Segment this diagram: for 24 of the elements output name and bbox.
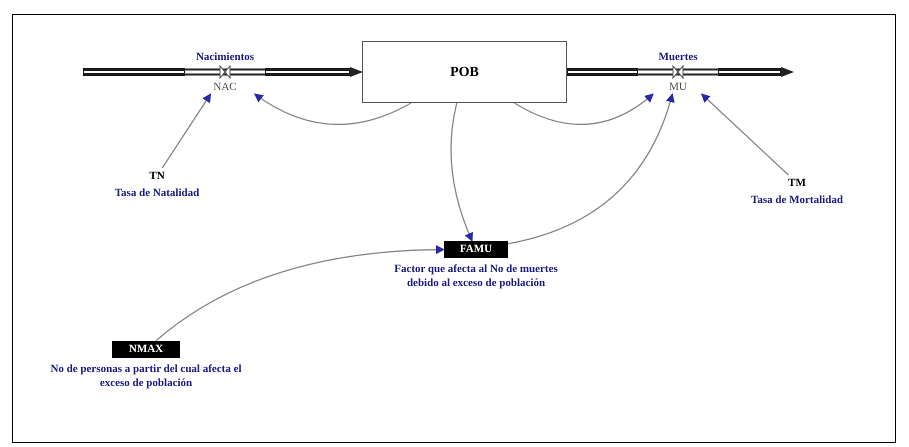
link-arrow — [254, 93, 412, 125]
variable-description: No de personas a partir del cual afecta el exceso de población — [49, 362, 243, 390]
flow-code: NAC — [213, 80, 237, 94]
flow-code: MU — [669, 80, 687, 94]
flow-pipe-arrow — [264, 67, 363, 77]
constant-tag: FAMU — [444, 241, 508, 258]
flow-pipe-arrow — [82, 68, 186, 76]
link-arrow — [508, 93, 674, 244]
link-arrow — [155, 245, 445, 342]
link-arrow — [700, 93, 789, 176]
flow-name: Muertes — [658, 50, 698, 64]
constant-tag: NMAX — [112, 341, 180, 358]
variable-name: TM — [777, 175, 817, 191]
variable-description: Factor que afecta al No de muertes debido al exceso de población — [393, 262, 559, 290]
stock-box: POB — [362, 41, 567, 103]
link-arrow — [514, 93, 654, 125]
variable-description: Tasa de Mortalidad — [750, 193, 844, 207]
link-arrow — [162, 93, 212, 168]
flow-name: Nacimientos — [196, 50, 254, 64]
link-arrow — [450, 102, 474, 242]
flow-pipe-arrow — [716, 67, 794, 77]
flow-pipe-arrow — [566, 68, 640, 76]
variable-description: Tasa de Natalidad — [114, 186, 200, 200]
variable-name: TN — [137, 168, 177, 184]
